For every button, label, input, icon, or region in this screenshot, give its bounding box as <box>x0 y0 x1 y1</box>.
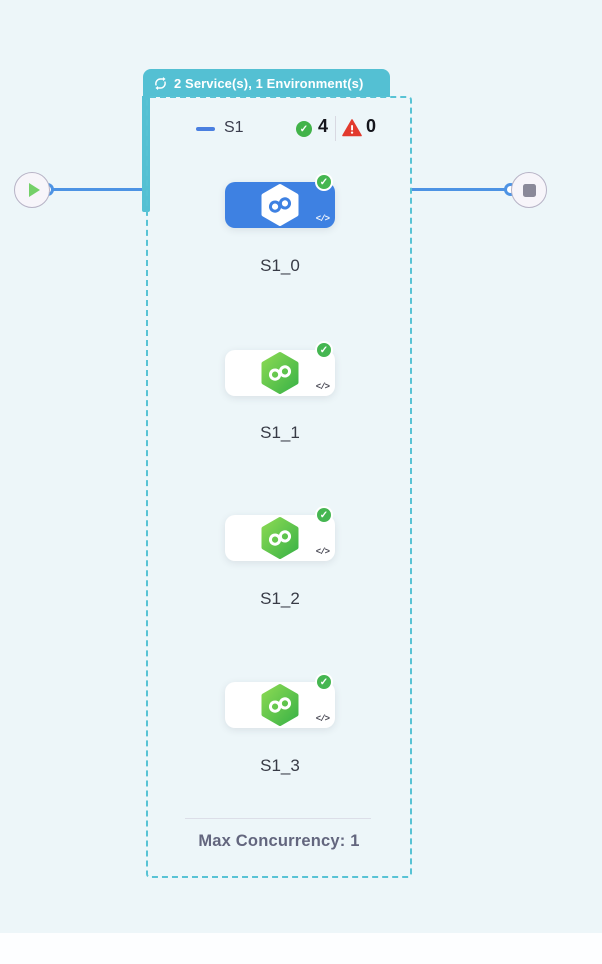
check-glyph: ✓ <box>299 123 309 135</box>
service-hexagon-icon <box>261 517 299 559</box>
check-glyph: ✓ <box>319 176 329 188</box>
step-card-s1-2[interactable]: </> ✓ <box>225 506 335 561</box>
stage-header-row: S1 ✓ 4 0 <box>146 114 412 146</box>
code-icon: </> <box>315 214 330 224</box>
step-success-badge: ✓ <box>315 173 333 191</box>
pipeline-end-node[interactable] <box>511 172 547 208</box>
stage-group-container <box>146 96 412 878</box>
code-icon: </> <box>315 714 330 724</box>
step-card-s1-1[interactable]: </> ✓ <box>225 341 335 396</box>
stage-name[interactable]: S1 <box>224 119 244 136</box>
step-label: S1_1 <box>260 423 300 442</box>
count-divider <box>335 116 336 141</box>
step-label: S1_0 <box>260 256 300 275</box>
badge-label: 2 Service(s), 1 Environment(s) <box>174 75 364 91</box>
footer-divider <box>185 818 371 819</box>
step-card-s1-3[interactable]: </> ✓ <box>225 673 335 728</box>
stop-icon <box>522 183 536 197</box>
pipeline-start-node[interactable] <box>14 172 50 208</box>
services-environments-badge[interactable]: 2 Service(s), 1 Environment(s) <box>143 69 390 97</box>
edge-start-to-stage <box>47 188 147 191</box>
step-success-badge: ✓ <box>315 673 333 691</box>
code-icon: </> <box>315 382 330 392</box>
max-concurrency-label: Max Concurrency: 1 <box>198 832 360 850</box>
play-icon <box>28 183 40 197</box>
step-card-s1-0[interactable]: </> ✓ <box>225 173 335 228</box>
check-glyph: ✓ <box>319 509 329 521</box>
error-count: 0 <box>366 116 377 136</box>
service-hexagon-icon <box>261 184 299 226</box>
edge-stage-to-end <box>412 188 514 191</box>
step-success-badge: ✓ <box>315 506 333 524</box>
service-hexagon-icon <box>261 684 299 726</box>
collapse-stage-icon[interactable] <box>196 127 215 131</box>
code-icon: </> <box>315 547 330 557</box>
step-label: S1_3 <box>260 756 300 775</box>
check-glyph: ✓ <box>319 344 329 356</box>
loop-icon <box>155 76 166 90</box>
success-count: 4 <box>318 116 329 136</box>
step-label: S1_2 <box>260 589 300 608</box>
check-glyph: ✓ <box>319 676 329 688</box>
service-hexagon-icon <box>261 352 299 394</box>
step-success-badge: ✓ <box>315 341 333 359</box>
warning-triangle-icon <box>342 119 362 137</box>
success-check-icon: ✓ <box>296 121 312 137</box>
canvas-bottom-strip <box>0 933 602 964</box>
